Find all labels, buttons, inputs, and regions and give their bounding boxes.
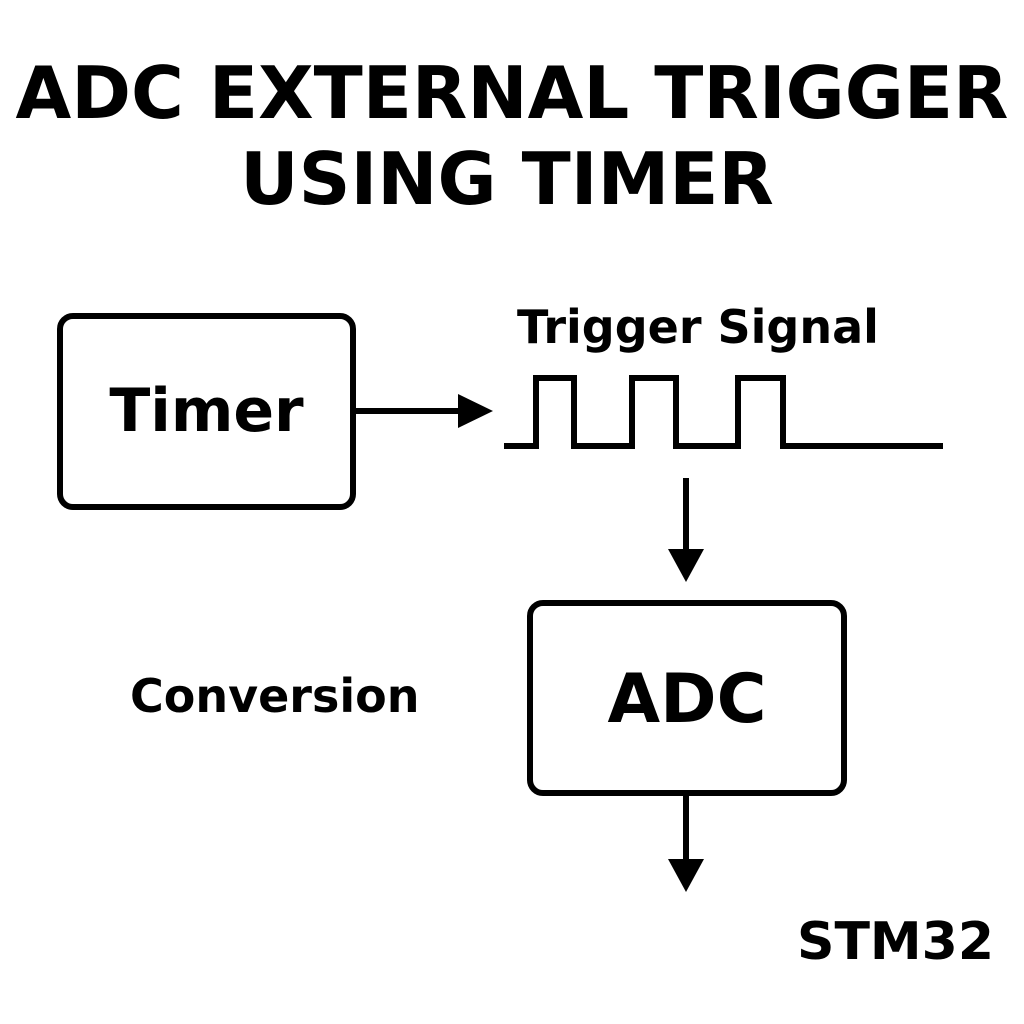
trigger-signal-label: Trigger Signal — [517, 300, 879, 354]
diagram-title-line-2: USING TIMER — [240, 137, 774, 221]
adc-output-arrowhead — [668, 859, 704, 892]
trigger-signal-waveform — [504, 375, 943, 449]
timer-block: Timer — [57, 313, 356, 510]
conversion-label: Conversion — [130, 669, 420, 723]
device-label: STM32 — [797, 912, 995, 972]
timer-to-signal-arrowhead — [458, 394, 493, 428]
timer-label: Timer — [109, 375, 304, 446]
signal-to-adc-arrowhead — [668, 549, 704, 582]
adc-label: ADC — [607, 659, 767, 739]
adc-block: ADC — [527, 600, 847, 796]
diagram-title-line-1: ADC EXTERNAL TRIGGER — [15, 51, 1009, 135]
